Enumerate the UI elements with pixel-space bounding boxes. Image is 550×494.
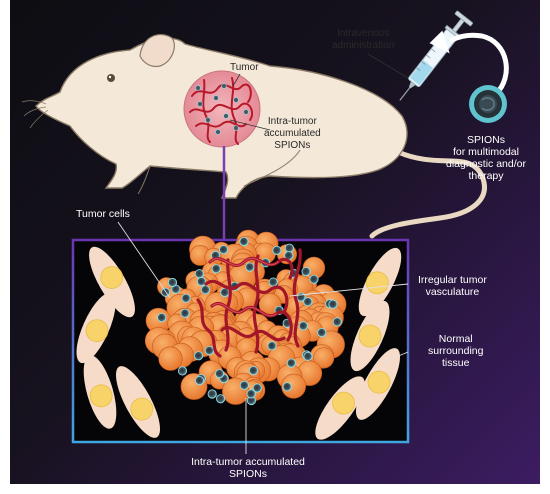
spion-particle — [303, 351, 313, 361]
label-spions-line3: diagnostic and/or — [446, 158, 526, 170]
tumor-on-mouse — [183, 70, 261, 148]
label-intra-tumor-top: Intra-tumor accumulated SPIONs — [264, 116, 321, 152]
mouse-whiskers — [21, 100, 49, 129]
spion-particle — [239, 380, 249, 390]
spion-particle — [180, 308, 190, 318]
spion-particle — [309, 274, 319, 284]
spion-particle — [181, 293, 191, 303]
label-intra-tumor-bottom-line2: SPIONs — [229, 468, 267, 480]
spion-particle — [216, 394, 226, 404]
label-normal-line3: tissue — [442, 357, 470, 369]
spion-particle — [204, 345, 214, 356]
spion-particle — [239, 237, 249, 247]
spion-particle — [245, 262, 255, 272]
label-intra-tumor-top-line3: SPIONs — [274, 140, 311, 151]
mouse-tail — [369, 149, 487, 239]
spion-particle — [215, 369, 225, 379]
mouse-front-leg — [137, 165, 151, 195]
mouse-eye — [107, 74, 115, 82]
spion-particle — [219, 245, 229, 255]
spion-particle — [246, 389, 256, 399]
label-intra-tumor-bottom: Intra-tumor accumulated SPIONs — [186, 456, 310, 480]
label-irregular-vasculature: Irregular tumor vasculature — [418, 274, 487, 298]
spion-particle-icon — [469, 85, 507, 123]
spion-particle — [200, 285, 211, 295]
mouse-hind-leg — [243, 149, 301, 187]
spion-particle — [194, 351, 204, 361]
syringe-icon — [399, 10, 473, 101]
normal-cells-left — [76, 246, 161, 438]
spion-particle — [211, 264, 221, 274]
label-normal-tissue: Normal surrounding tissue — [428, 333, 483, 369]
label-spions-line1: SPIONs — [467, 134, 505, 146]
tumor-cell — [313, 347, 335, 369]
spion-particle — [268, 277, 278, 287]
label-intra-tumor-top-line1: Intra-tumor — [267, 116, 317, 127]
spion-particle — [328, 299, 338, 309]
spion-particle — [167, 277, 178, 288]
label-spions-line4: therapy — [468, 170, 504, 182]
label-irregular-line1: Irregular tumor — [418, 274, 487, 286]
label-irregular-line2: vasculature — [425, 286, 480, 298]
label-intravenous-line2: administration — [332, 40, 395, 51]
spion-particle — [177, 366, 188, 376]
spion-particle — [194, 269, 204, 279]
tumor-cell — [281, 373, 307, 399]
normal-cells-right — [315, 247, 402, 440]
spion-particle — [272, 245, 282, 255]
spion-particle — [157, 312, 167, 323]
mouse-ear — [139, 34, 175, 68]
spion-particle — [301, 266, 311, 277]
spion-particle — [195, 375, 205, 386]
spion-particle — [298, 321, 308, 331]
label-intravenous-line1: Intravenous — [337, 28, 390, 39]
spion-particle — [332, 317, 342, 327]
label-tumor: Tumor — [230, 62, 259, 73]
label-spions-therapy: SPIONs for multimodal diagnostic and/or … — [431, 134, 541, 182]
spion-particle — [207, 389, 217, 399]
spion-particle — [282, 382, 292, 392]
label-normal-line1: Normal — [438, 333, 473, 345]
spion-particle — [303, 297, 313, 307]
label-intravenous: Intravenous administration — [332, 28, 394, 52]
spion-particle — [267, 341, 277, 351]
spion-particle — [248, 365, 259, 376]
label-tumor-cells: Tumor cells — [76, 208, 130, 220]
spion-particle — [317, 327, 327, 338]
tumor-cell — [158, 346, 183, 371]
curved-arrow-icon — [449, 32, 509, 97]
label-intra-tumor-bottom-line1: Intra-tumor accumulated — [191, 456, 305, 468]
label-normal-line2: surrounding — [428, 345, 484, 357]
spion-particle — [196, 276, 207, 287]
spion-particle — [252, 383, 262, 393]
label-intra-tumor-top-line2: accumulated — [264, 128, 321, 139]
label-spions-line2: for multimodal — [453, 146, 519, 158]
spion-particle — [286, 358, 296, 368]
